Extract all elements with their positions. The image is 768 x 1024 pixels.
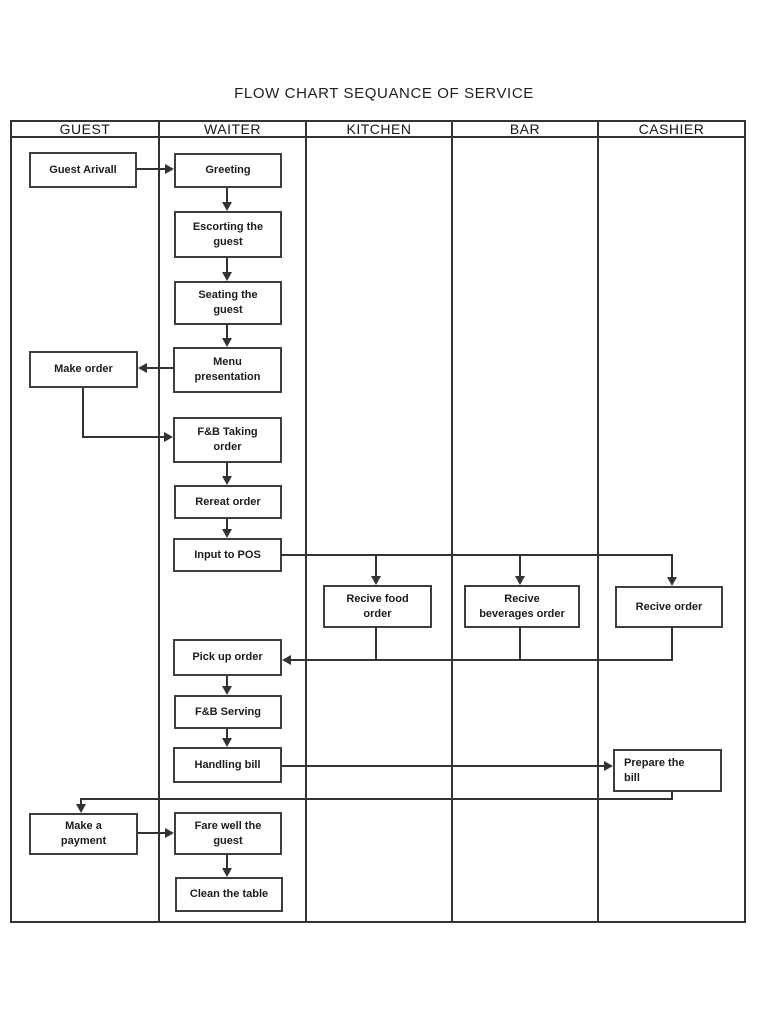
connector-make-order-down [82, 388, 84, 438]
arrowhead-into-make-order [138, 363, 147, 373]
node-receive-order: Recive order [615, 586, 723, 628]
arrowhead-into-serving [222, 686, 232, 695]
node-guest-arrival: Guest Arivall [29, 152, 137, 188]
node-menu-presentation: Menu presentation [173, 347, 282, 393]
connector-seating-to-menu [226, 325, 228, 339]
arrowhead-into-fb-taking [164, 432, 173, 442]
arrowhead-into-menu [222, 338, 232, 347]
node-make-order: Make order [29, 351, 138, 388]
node-handling-bill: Handling bill [173, 747, 282, 783]
connector-payment-drop [80, 798, 82, 805]
arrowhead-into-pick-up [282, 655, 291, 665]
arrowhead-into-repeat [222, 476, 232, 485]
connector-payment-to-farewell [138, 832, 165, 834]
node-receive-food-order: Recive food order [323, 585, 432, 628]
node-greeting: Greeting [174, 153, 282, 188]
node-make-payment: Make a payment [29, 813, 138, 855]
column-header-cashier: CASHIER [638, 121, 705, 137]
arrowhead-into-input-pos [222, 529, 232, 538]
swimlane-table-frame [10, 120, 746, 923]
connector-fb-taking-to-repeat [226, 463, 228, 477]
page-title: FLOW CHART SEQUANCE OF SERVICE [234, 85, 534, 102]
connector-receive-food-down [375, 628, 377, 661]
node-repeat-order: Rereat order [174, 485, 282, 519]
arrowhead-into-receive-order [667, 577, 677, 586]
column-header-kitchen: KITCHEN [346, 121, 412, 137]
arrowhead-into-greeting [165, 164, 174, 174]
column-header-waiter: WAITER [204, 121, 261, 137]
arrowhead-into-escorting [222, 202, 232, 211]
connector-join-to-pick-up [291, 659, 673, 661]
node-pick-up-order: Pick up order [173, 639, 282, 676]
connector-repeat-to-input-pos [226, 519, 228, 530]
arrowhead-into-prepare [604, 761, 613, 771]
lane-divider [597, 120, 599, 923]
node-seating-guest: Seating the guest [174, 281, 282, 325]
connector-greeting-to-escorting [226, 188, 228, 203]
arrowhead-into-handling [222, 738, 232, 747]
connector-pick-up-to-serving [226, 676, 228, 688]
node-input-to-pos: Input to POS [173, 538, 282, 572]
connector-input-pos-fanout [282, 554, 673, 556]
connector-make-order-to-fb-taking [82, 436, 165, 438]
connector-prepare-to-payment [80, 798, 673, 800]
header-divider [10, 136, 746, 138]
lane-divider [305, 120, 307, 923]
connector-escorting-to-seating [226, 258, 228, 273]
connector-prepare-down [671, 792, 673, 800]
connector-serving-to-handling [226, 729, 228, 739]
connector-guest-arrival-to-greeting [137, 168, 166, 170]
node-fb-serving: F&B Serving [174, 695, 282, 729]
node-fb-taking-order: F&B Taking order [173, 417, 282, 463]
arrowhead-into-payment [76, 804, 86, 813]
node-clean-table: Clean the table [175, 877, 283, 912]
connector-menu-to-make-order [147, 367, 173, 369]
connector-fanout-bar [519, 556, 521, 577]
connector-receive-order-down [671, 628, 673, 661]
lane-divider [451, 120, 453, 923]
column-header-guest: GUEST [59, 121, 111, 137]
connector-fanout-cashier [671, 554, 673, 577]
node-receive-beverages-order: Recive beverages order [464, 585, 580, 628]
arrowhead-into-seating [222, 272, 232, 281]
connector-farewell-to-clean [226, 855, 228, 869]
connector-handling-to-prepare [282, 765, 604, 767]
arrowhead-into-farewell [165, 828, 174, 838]
node-farewell-guest: Fare well the guest [174, 812, 282, 855]
node-escorting-guest: Escorting the guest [174, 211, 282, 258]
connector-fanout-kitchen [375, 556, 377, 577]
arrowhead-into-receive-beverages [515, 576, 525, 585]
connector-receive-beverages-down [519, 628, 521, 661]
column-header-bar: BAR [509, 121, 541, 137]
lane-divider [158, 120, 160, 923]
arrowhead-into-receive-food [371, 576, 381, 585]
node-prepare-bill: Prepare the bill [613, 749, 722, 792]
arrowhead-into-clean [222, 868, 232, 877]
